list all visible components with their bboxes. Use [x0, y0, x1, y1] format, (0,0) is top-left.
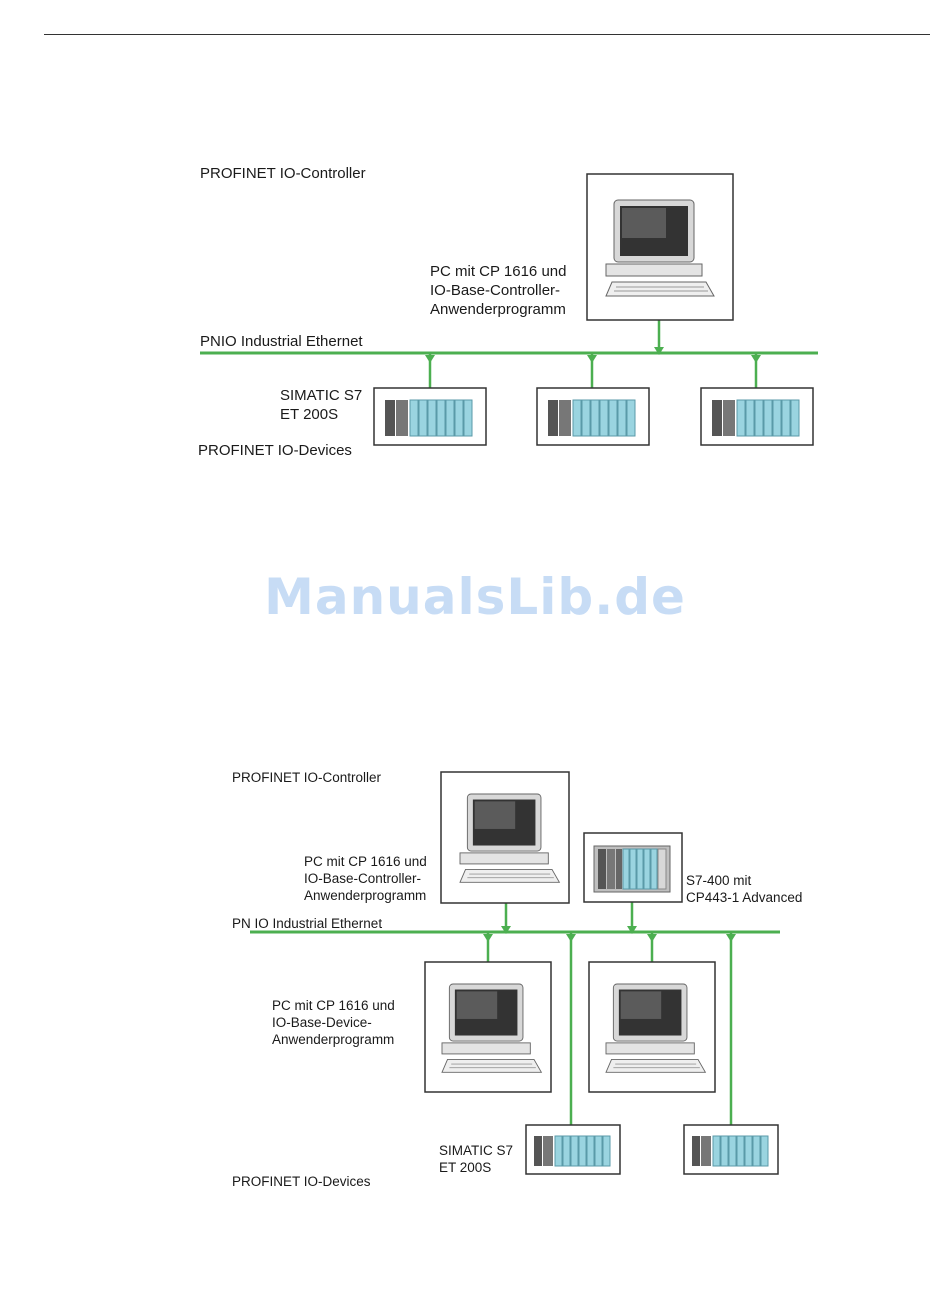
devices-label: PROFINET IO-Devices [232, 1174, 371, 1189]
bus-junction [587, 355, 597, 363]
bus-junction [726, 934, 736, 942]
controller-label: PROFINET IO-Controller [200, 165, 366, 182]
bus-junction [627, 926, 637, 934]
bus-junction [751, 355, 761, 363]
device-label: SIMATIC S7 ET 200S [280, 387, 363, 423]
pc-device-box-1 [424, 961, 552, 1093]
pc-icon [605, 983, 707, 1073]
et200s-device-2 [536, 387, 650, 446]
pc-icon [459, 793, 561, 883]
pc-device-label: PC mit CP 1616 und IO-Base-Device- Anwen… [272, 998, 395, 1047]
device-label: SIMATIC S7 ET 200S [439, 1143, 514, 1175]
pc-icon [605, 199, 715, 297]
devices-label: PROFINET IO-Devices [198, 442, 352, 459]
controller-label: PROFINET IO-Controller [232, 770, 382, 785]
pc-controller-label: PC mit CP 1616 und IO-Base-Controller- A… [304, 854, 427, 903]
pc-label: PC mit CP 1616 und IO-Base-Controller- A… [430, 263, 567, 318]
watermark: ManualsLib.de [264, 568, 686, 626]
bus-junction [483, 934, 493, 942]
network-label: PNIO Industrial Ethernet [200, 333, 363, 350]
s7-400-box [583, 832, 683, 903]
bus-junction [647, 934, 657, 942]
pc-icon [441, 983, 543, 1073]
pc-controller-box [586, 173, 734, 321]
pc-device-box-2 [588, 961, 716, 1093]
et200s-device-1 [525, 1124, 621, 1175]
bus-junction [501, 926, 511, 934]
bus-junction [566, 934, 576, 942]
bus-junction [654, 347, 664, 355]
pc-controller-box [440, 771, 570, 904]
network-label: PN IO Industrial Ethernet [232, 916, 383, 931]
et200s-device-3 [700, 387, 814, 446]
s7-400-label: S7-400 mit CP443-1 Advanced [686, 873, 803, 905]
diagram-1-graphics [200, 173, 818, 446]
profinet-diagram-2: PROFINET IO-Controller PC mit CP 1616 un… [0, 760, 950, 1210]
profinet-diagram-1: PROFINET IO-Controller PC mit CP 1616 un… [0, 160, 950, 480]
et200s-device-1 [373, 387, 487, 446]
diagram-2-graphics [250, 771, 780, 1175]
header-rule [44, 34, 930, 35]
bus-junction [425, 355, 435, 363]
et200s-device-2 [683, 1124, 779, 1175]
